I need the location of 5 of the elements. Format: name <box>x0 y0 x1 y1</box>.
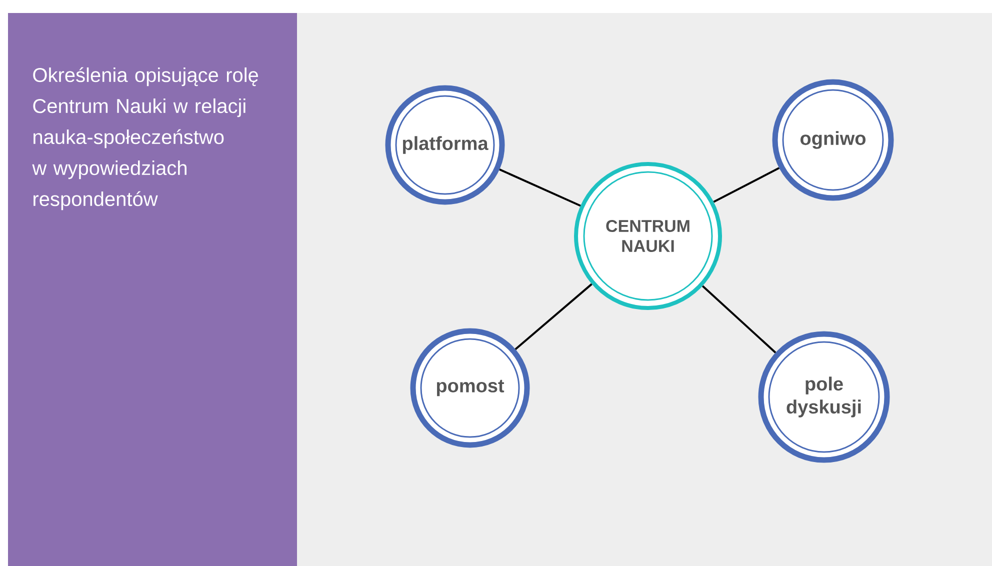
connector-line <box>499 168 581 207</box>
connector-line <box>713 167 780 203</box>
connector-line <box>702 285 776 354</box>
sidebar-title: Określenia opisujące rolę Centrum Nauki w relacji nauka-społeczeństwo w wypowiedziach respondentów <box>8 13 297 566</box>
connector-line <box>514 283 592 350</box>
